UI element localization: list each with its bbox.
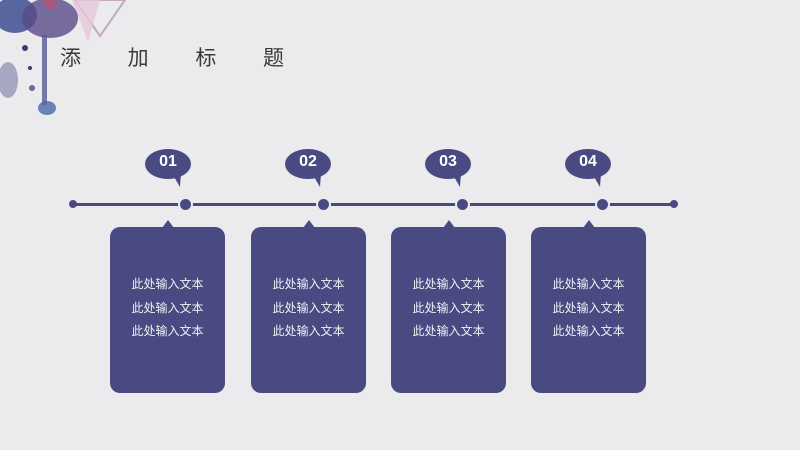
- step-bubble: 04: [565, 149, 611, 187]
- card-text: 此处输入文本: [272, 324, 345, 338]
- timeline-dot: [178, 197, 193, 212]
- card-text: 此处输入文本: [552, 324, 625, 338]
- timeline: [72, 203, 674, 206]
- card-text: 此处输入文本: [412, 300, 485, 315]
- timeline-dot: [455, 197, 470, 212]
- step-card: 此处输入文本 此处输入文本 此处输入文本: [391, 220, 506, 393]
- step-number: 04: [579, 153, 597, 170]
- card-text: 此处输入文本: [552, 277, 625, 291]
- card-text: 此处输入文本: [131, 324, 204, 338]
- step-bubble: 02: [285, 149, 331, 187]
- card-text: 此处输入文本: [131, 300, 204, 315]
- card-text: 此处输入文本: [412, 277, 485, 291]
- step-bubble: 01: [145, 149, 191, 187]
- card-text: 此处输入文本: [412, 324, 485, 338]
- step-card: 此处输入文本 此处输入文本 此处输入文本: [251, 220, 366, 393]
- step-card: 此处输入文本 此处输入文本 此处输入文本: [110, 220, 225, 393]
- watercolor-decoration: [0, 0, 127, 115]
- card-text: 此处输入文本: [272, 277, 345, 291]
- step-bubble: 03: [425, 149, 471, 187]
- card-text: 此处输入文本: [131, 277, 204, 291]
- step-number: 02: [299, 153, 317, 170]
- slide-title: 添 加 标 题: [60, 46, 305, 70]
- step-card: 此处输入文本 此处输入文本 此处输入文本: [531, 220, 646, 393]
- step-number: 03: [439, 153, 457, 170]
- card-text: 此处输入文本: [552, 300, 625, 315]
- card-text: 此处输入文本: [272, 300, 345, 315]
- timeline-dot: [595, 197, 610, 212]
- step-number: 01: [159, 153, 177, 170]
- timeline-dot: [316, 197, 331, 212]
- timeline-end: [670, 200, 678, 208]
- timeline-start: [69, 200, 77, 208]
